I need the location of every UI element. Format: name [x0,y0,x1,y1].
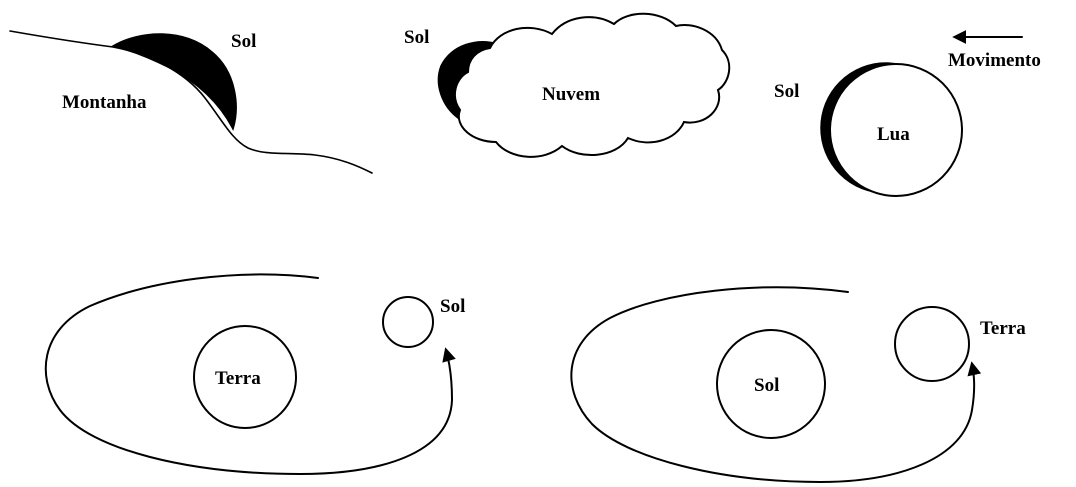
cloud-sun-label: Sol [404,27,429,48]
cloud-panel: Sol Nuvem [404,14,729,157]
moon-sun-label: Sol [774,81,799,102]
mountain-label: Montanha [62,92,147,113]
moon-label: Lua [877,124,910,145]
mountain-panel: Sol Montanha [10,31,372,173]
geocentric-panel: Terra Sol [46,274,466,474]
earth-label: Terra [215,368,261,389]
heliocentric-panel: Sol Terra [571,287,1026,482]
orbiting-sun-body [383,297,433,347]
orbiting-earth-body [895,307,969,381]
motion-label: Movimento [948,50,1041,71]
central-sun-label: Sol [754,375,779,396]
cloud-label: Nuvem [542,84,600,105]
moon-panel: Sol Lua Movimento [774,37,1041,196]
orbiting-earth-label: Terra [980,318,1026,339]
mountain-sun-label: Sol [231,31,256,52]
orbiting-sun-label: Sol [440,296,465,317]
